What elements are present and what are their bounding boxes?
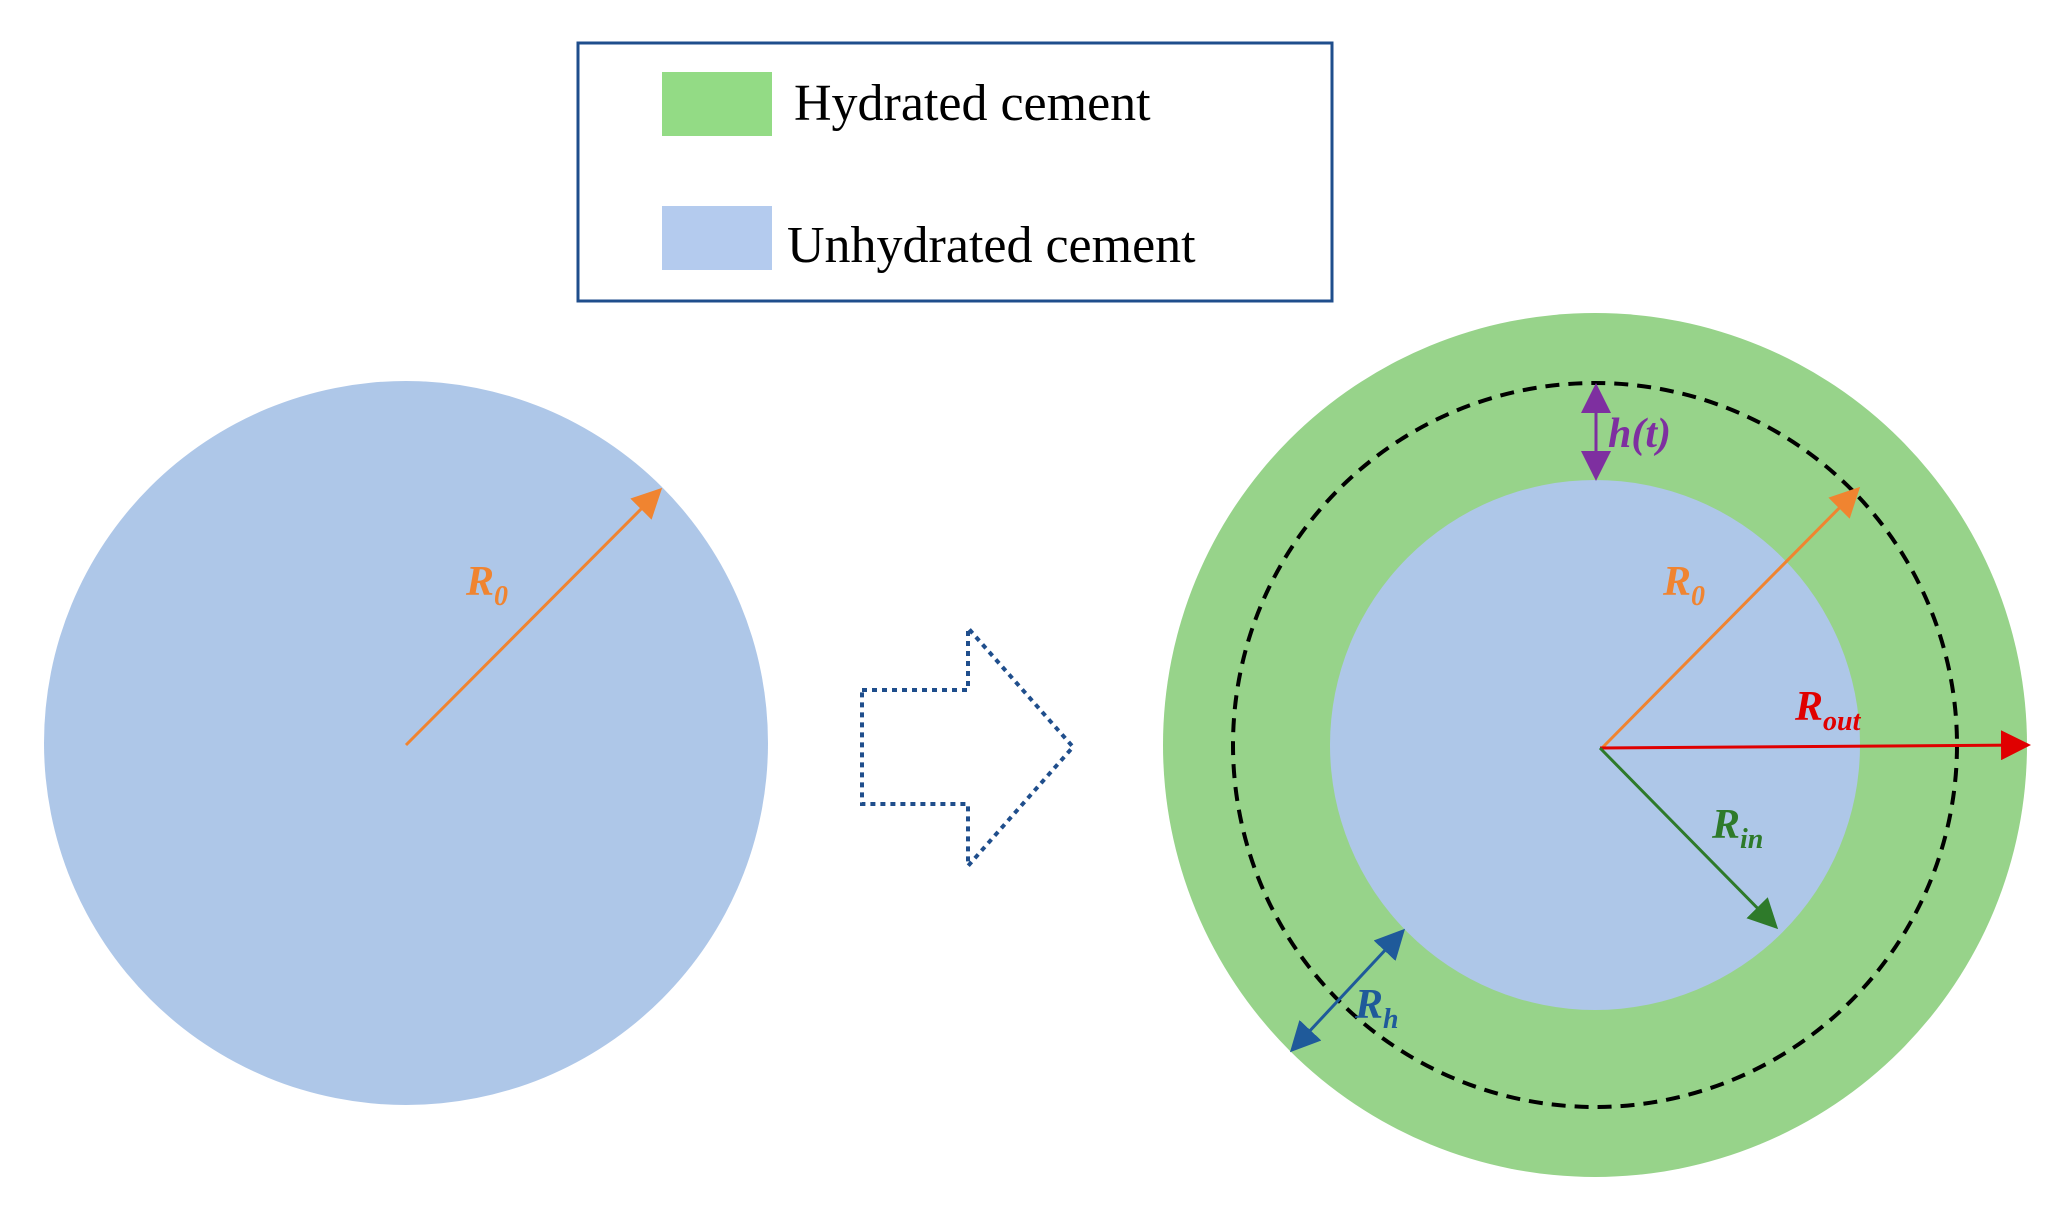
initial-radius-label-right: R0 — [1662, 559, 1705, 612]
unhydrated-core — [1330, 480, 1860, 1010]
legend: Hydrated cement Unhydrated cement — [576, 41, 1334, 303]
outer-radius-label: Rout — [1794, 684, 1862, 737]
inner-radius-label: Rin — [1711, 802, 1763, 855]
outer-radius-arrow — [1599, 730, 2031, 761]
legend-swatch-hydrated — [662, 72, 772, 136]
initial-radius-arrow — [404, 487, 663, 747]
legend-label-unhydrated: Unhydrated cement — [787, 217, 1196, 274]
transition-arrow — [860, 622, 1076, 872]
hydrated-thickness-label: Rh — [1354, 982, 1399, 1035]
initial-radius-arrow-right — [1600, 486, 1861, 750]
hydrated-thickness-arrow — [1289, 928, 1406, 1053]
legend-label-hydrated: Hydrated cement — [794, 75, 1151, 132]
inner-radius-arrow — [1598, 746, 1779, 930]
right-particle: h(t) R0 Rout Rin Rh — [1163, 313, 2031, 1177]
thickness-label: h(t) — [1608, 411, 1671, 457]
initial-radius-label: R0 — [465, 559, 508, 612]
left-particle: R0 — [44, 381, 768, 1105]
legend-swatch-unhydrated — [662, 206, 772, 270]
